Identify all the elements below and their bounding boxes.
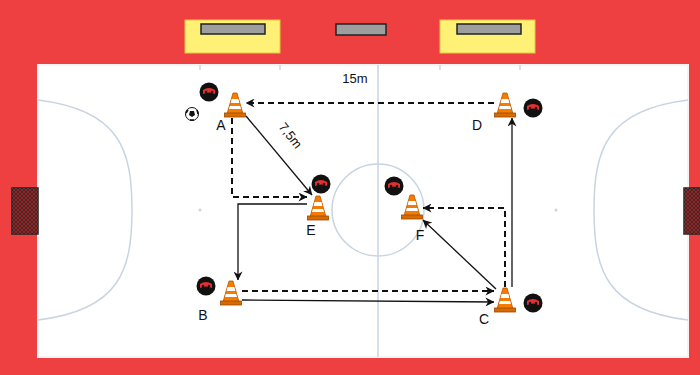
run-arrow: [246, 102, 494, 104]
pass-arrow: [423, 220, 496, 289]
station-letter: A: [216, 118, 225, 133]
player-icon: [385, 177, 404, 196]
cone-station: D: [494, 92, 516, 133]
station-letter: F: [416, 228, 425, 243]
station-letter: C: [479, 312, 489, 327]
cone: [224, 92, 246, 118]
run-arrow: [423, 208, 505, 287]
pass-arrow: [246, 116, 312, 195]
cone: [494, 92, 516, 118]
station-letter: D: [472, 118, 482, 133]
pass-arrow: [242, 300, 494, 302]
penalty-arc: [594, 100, 688, 320]
cone: [307, 195, 329, 221]
cone: [220, 280, 242, 306]
halfway-line: [377, 65, 379, 357]
player-icon: [200, 83, 219, 102]
goal: [684, 188, 700, 234]
player-icon: [524, 99, 543, 118]
player-icon: [312, 175, 331, 194]
bench: [201, 24, 265, 34]
goal: [12, 188, 38, 234]
center-circle: [332, 164, 424, 256]
run-arrow: [242, 290, 494, 292]
pass-arrow: [511, 118, 512, 287]
player-icon: [524, 294, 543, 313]
penalty-arc: [38, 100, 132, 320]
pass-arrow: [238, 204, 307, 280]
cone-station: B: [220, 280, 242, 321]
cone-station: A: [224, 92, 246, 133]
cone-station: F: [401, 194, 423, 235]
distance-label: 15m: [340, 71, 369, 86]
cone: [494, 287, 516, 313]
station-letter: E: [306, 223, 315, 238]
run-arrow: [232, 118, 307, 197]
bench: [457, 24, 521, 34]
station-letter: B: [198, 308, 207, 323]
goal-area: [185, 20, 280, 53]
cone-station: E: [307, 195, 329, 236]
table: [336, 24, 386, 35]
player-icon: [197, 277, 216, 296]
ball: [186, 108, 199, 121]
goal-area: [440, 20, 535, 53]
cone-station: C: [494, 287, 516, 328]
court: [38, 65, 688, 357]
cone: [401, 194, 423, 220]
